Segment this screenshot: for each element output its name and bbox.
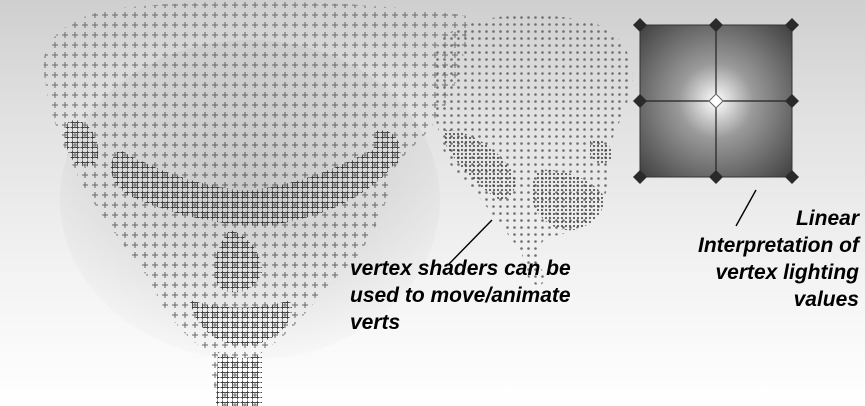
- lighting-quad: [633, 18, 799, 184]
- caption-vertex-shaders: vertex shaders can be used to move/anima…: [350, 255, 571, 336]
- caption-line: Interpretation of: [698, 232, 859, 259]
- mesh-head-side: [432, 15, 632, 286]
- caption-line: Linear: [698, 205, 859, 232]
- mesh-head-front: [44, 2, 468, 406]
- caption-line: values: [698, 286, 859, 313]
- caption-line: vertex lighting: [698, 259, 859, 286]
- caption-line: vertex shaders can be: [350, 255, 571, 282]
- caption-line: used to move/animate: [350, 282, 571, 309]
- caption-linear-interpretation: Linear Interpretation of vertex lighting…: [698, 205, 859, 313]
- caption-line: verts: [350, 309, 571, 336]
